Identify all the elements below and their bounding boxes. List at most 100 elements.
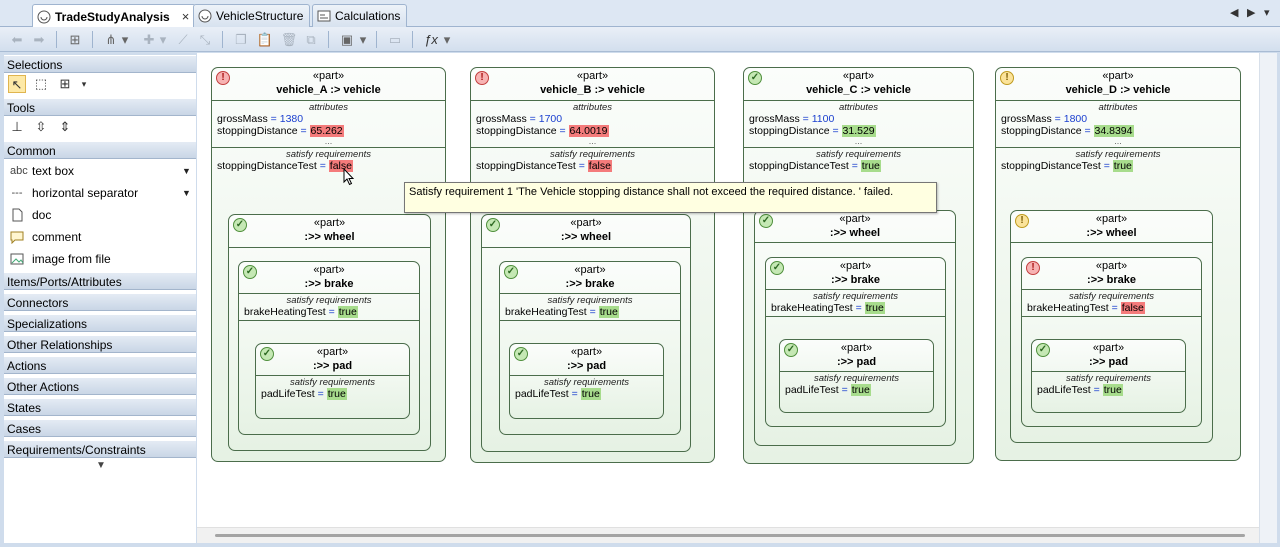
part-name: :>> brake — [500, 277, 680, 291]
wheel-part-card[interactable]: ✓ «part» :>> wheel ✓ «part» :>> brake sa… — [481, 214, 691, 452]
horizontal-scrollbar[interactable] — [197, 527, 1259, 543]
scroll-down-icon[interactable]: ▼ — [96, 460, 106, 471]
tab-calculations[interactable]: Calculations — [312, 4, 407, 27]
pointer-icon[interactable]: ↖ — [8, 75, 26, 93]
palette-section-connectors[interactable]: Connectors — [4, 293, 196, 311]
dropdown-icon[interactable]: ▾ — [158, 31, 168, 48]
function-icon[interactable]: ƒx — [422, 31, 440, 48]
compartment-title: satisfy requirements — [785, 373, 928, 384]
palette-section-other-relationships[interactable]: Other Relationships — [4, 335, 196, 353]
duplicate-icon[interactable]: ⧉ — [302, 31, 320, 48]
part-name: :>> pad — [510, 359, 663, 373]
paste-icon[interactable]: 📋 — [256, 31, 274, 48]
part-header: ✓ «part» :>> brake — [500, 262, 680, 294]
palette-section-requirements-constraints[interactable]: Requirements/Constraints — [4, 440, 196, 458]
palette-item-horizontal-separator[interactable]: --- horizontal separator — [10, 183, 138, 203]
tab-next-icon[interactable]: ▶ — [1247, 6, 1255, 19]
satisfy-compartment: satisfy requirements stoppingDistanceTes… — [744, 148, 973, 174]
palette-item-label: doc — [32, 208, 51, 222]
wheel-part-card[interactable]: ✓ «part» :>> wheel ✓ «part» :>> brake sa… — [228, 214, 431, 451]
palette-item-image-from-file[interactable]: image from file — [10, 249, 111, 269]
forward-arrow-icon[interactable]: ➡ — [30, 31, 48, 48]
palette-section-items-ports-attributes[interactable]: Items/Ports/Attributes — [4, 272, 196, 290]
part-header: ! «part» :>> wheel — [1011, 211, 1212, 243]
satisfy-compartment: satisfy requirements padLifeTest = true — [256, 376, 409, 402]
stereotype: «part» — [755, 213, 955, 226]
tab-label: Calculations — [335, 9, 400, 23]
pad-part-card[interactable]: ✓ «part» :>> pad satisfy requirements pa… — [1031, 339, 1186, 413]
brake-part-card[interactable]: ! «part» :>> brake satisfy requirements … — [1021, 257, 1202, 427]
palette-section-tools[interactable]: Tools — [4, 98, 196, 116]
dropdown-icon[interactable]: ▼ — [182, 188, 191, 198]
pad-part-card[interactable]: ✓ «part» :>> pad satisfy requirements pa… — [255, 343, 410, 419]
part-name: vehicle_D :> vehicle — [996, 83, 1240, 97]
vehicle-part-card[interactable]: ! «part» vehicle_D :> vehicle attributes… — [995, 67, 1241, 461]
vertical-scrollbar[interactable] — [1259, 53, 1277, 543]
requirement-row: padLifeTest = true — [515, 388, 658, 400]
connect-icon[interactable]: ⟋ — [174, 31, 192, 48]
palette-section-other-actions[interactable]: Other Actions — [4, 377, 196, 395]
palette-item-comment[interactable]: comment — [10, 227, 81, 247]
containment-tree-icon[interactable]: ⊞ — [66, 31, 84, 48]
palette-item-text-box[interactable]: abc text box — [10, 161, 74, 181]
requirement-row: padLifeTest = true — [1037, 384, 1180, 396]
dropdown-icon[interactable]: ▼ — [182, 166, 191, 176]
shape-icon[interactable]: ▭ — [386, 31, 404, 48]
satisfy-compartment: satisfy requirements brakeHeatingTest = … — [1022, 290, 1201, 317]
dropdown-icon[interactable]: ▾ — [358, 31, 368, 48]
palette-item-doc[interactable]: doc — [10, 205, 51, 225]
dropdown-icon[interactable]: ▾ — [80, 75, 88, 93]
multi-select-icon[interactable]: ⊞ — [56, 75, 74, 93]
attributes-compartment: attributes grossMass = 1800 stoppingDist… — [996, 101, 1240, 148]
delete-icon[interactable]: 🗑 — [280, 31, 298, 48]
palette-section-common[interactable]: Common — [4, 141, 196, 159]
pad-part-card[interactable]: ✓ «part» :>> pad satisfy requirements pa… — [779, 339, 934, 413]
stereotype: «part» — [1011, 213, 1212, 226]
status-icon: ! — [475, 71, 489, 85]
palette-section-selections[interactable]: Selections — [4, 55, 196, 73]
requirement-tooltip: Satisfy requirement 1 'The Vehicle stopp… — [404, 182, 937, 213]
pad-part-card[interactable]: ✓ «part» :>> pad satisfy requirements pa… — [509, 343, 664, 419]
palette-item-label: text box — [32, 164, 74, 178]
palette-section-states[interactable]: States — [4, 398, 196, 416]
more-ellipsis: ... — [749, 137, 968, 145]
tab-trade-study-analysis[interactable]: TradeStudyAnalysis × — [32, 4, 196, 28]
palette-section-actions[interactable]: Actions — [4, 356, 196, 374]
part-name: :>> wheel — [755, 226, 955, 240]
compartment-title: attributes — [476, 102, 709, 113]
palette-section-cases[interactable]: Cases — [4, 419, 196, 437]
brake-part-card[interactable]: ✓ «part» :>> brake satisfy requirements … — [238, 261, 420, 435]
dropdown-icon[interactable]: ▾ — [442, 31, 452, 48]
wheel-part-card[interactable]: ✓ «part» :>> wheel ✓ «part» :>> brake sa… — [754, 210, 956, 446]
stereotype: «part» — [212, 70, 445, 83]
palette-section-specializations[interactable]: Specializations — [4, 314, 196, 332]
toolbar-separator — [92, 31, 93, 48]
layout-tree-icon[interactable]: ⋔ — [102, 31, 120, 48]
tab-menu-icon[interactable]: ▾ — [1264, 6, 1270, 19]
brake-part-card[interactable]: ✓ «part» :>> brake satisfy requirements … — [765, 257, 946, 427]
vehicle-part-card[interactable]: ! «part» vehicle_B :> vehicle attributes… — [470, 67, 715, 463]
wheel-part-card[interactable]: ! «part» :>> wheel ! «part» :>> brake sa… — [1010, 210, 1213, 443]
vehicle-part-card[interactable]: ! «part» vehicle_A :> vehicle attributes… — [211, 67, 446, 462]
stamp-icon[interactable]: ⊥ — [8, 118, 26, 136]
fit-vertical-icon[interactable]: ⇕ — [56, 118, 74, 136]
palette-item-label: horizontal separator — [32, 186, 138, 200]
brake-test-value: true — [338, 306, 358, 318]
status-icon: ! — [1015, 214, 1029, 228]
brake-test-value: true — [599, 306, 619, 318]
tab-vehicle-structure[interactable]: VehicleStructure — [193, 4, 310, 27]
attribute-row: grossMass = 1800 — [1001, 113, 1235, 125]
back-arrow-icon[interactable]: ⬅ — [8, 31, 26, 48]
vehicle-part-card[interactable]: ✓ «part» vehicle_C :> vehicle attributes… — [743, 67, 974, 464]
insert-icon[interactable]: ✚ — [140, 31, 158, 48]
brake-part-card[interactable]: ✓ «part» :>> brake satisfy requirements … — [499, 261, 681, 435]
copy-icon[interactable]: ❐ — [232, 31, 250, 48]
scrollbar-thumb[interactable] — [215, 534, 1245, 537]
dropdown-icon[interactable]: ▾ — [120, 31, 130, 48]
expand-vertical-icon[interactable]: ⇳ — [32, 118, 50, 136]
marquee-select-icon[interactable]: ⬚ — [32, 75, 50, 93]
display-options-icon[interactable]: ▣ — [338, 31, 356, 48]
route-icon[interactable]: ⤡ — [196, 31, 214, 48]
close-icon[interactable]: × — [182, 9, 190, 24]
tab-prev-icon[interactable]: ◀ — [1230, 6, 1238, 19]
